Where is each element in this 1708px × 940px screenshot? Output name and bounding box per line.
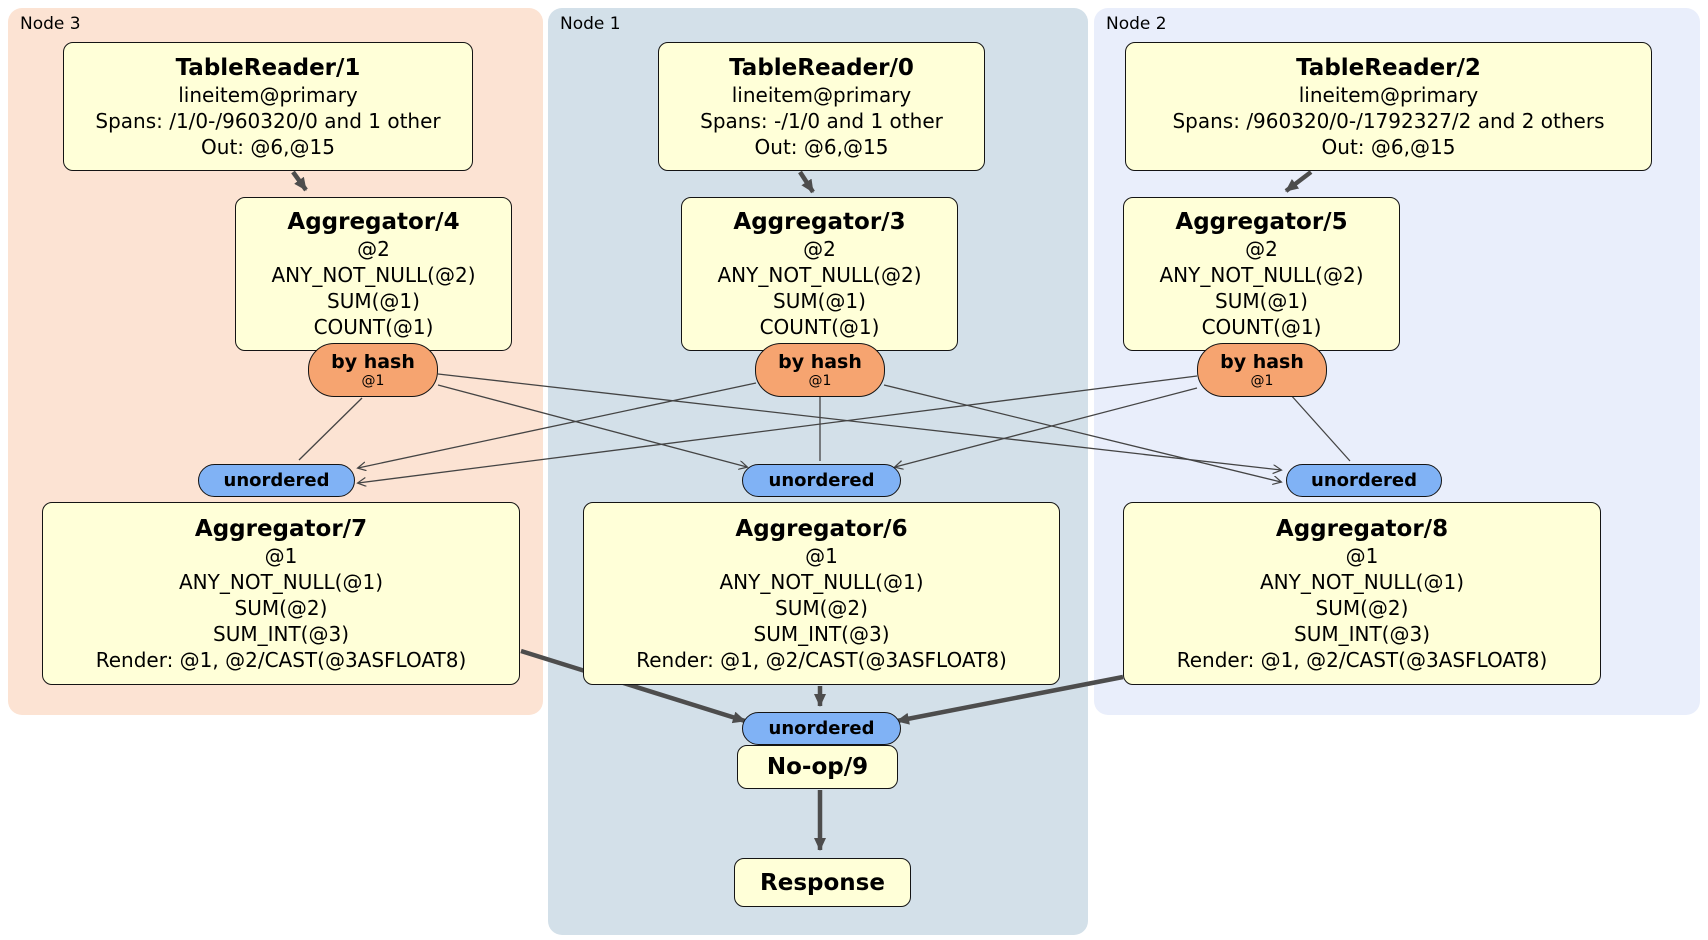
processor-aggregator-3: Aggregator/3 @2 ANY_NOT_NULL(@2) SUM(@1)…: [681, 197, 958, 351]
router-detail: @1: [1250, 372, 1274, 389]
router-label: by hash: [778, 350, 862, 373]
processor-detail: Spans: -/1/0 and 1 other: [700, 108, 943, 133]
processor-title: Aggregator/5: [1175, 209, 1348, 235]
stream-hash1-to-unordered-node2: [883, 384, 1281, 482]
processor-detail: Spans: /1/0-/960320/0 and 1 other: [95, 108, 441, 133]
router-label: by hash: [331, 350, 415, 373]
processor-title: Aggregator/3: [733, 209, 906, 235]
processor-detail: ANY_NOT_NULL(@2): [717, 263, 922, 287]
processor-detail: SUM(@1): [773, 289, 866, 313]
processor-detail: @2: [1245, 237, 1278, 261]
processor-title: TableReader/2: [1296, 54, 1481, 81]
sync-unordered-node2: unordered: [1286, 464, 1442, 497]
edge-aggregator7-to-final-unordered: [520, 648, 746, 724]
processor-detail: ANY_NOT_NULL(@1): [179, 569, 383, 594]
processor-detail: Render: @1, @2/CAST(@3ASFLOAT8): [1176, 647, 1548, 672]
processor-title: No-op/9: [766, 754, 869, 780]
processor-detail: Out: @6,@15: [1321, 134, 1456, 159]
router-label: by hash: [1220, 350, 1304, 373]
processor-title: Response: [760, 869, 885, 896]
edge-tablereader2-to-aggregator5: [1284, 170, 1313, 193]
processor-detail: SUM(@1): [1215, 289, 1308, 313]
processor-detail: Render: @1, @2/CAST(@3ASFLOAT8): [636, 647, 1007, 672]
processor-detail: ANY_NOT_NULL(@2): [271, 263, 476, 287]
processor-noop-9: No-op/9: [737, 745, 898, 789]
processor-detail: lineitem@primary: [731, 82, 912, 107]
processor-title: Aggregator/7: [194, 515, 368, 542]
router-by-hash-node2: by hash @1: [1197, 343, 1327, 397]
processor-tablereader-1: TableReader/1 lineitem@primary Spans: /1…: [63, 42, 473, 171]
node3-label: Node 3: [20, 14, 81, 34]
processor-detail: lineitem@primary: [178, 82, 358, 107]
processor-detail: Out: @6,@15: [754, 134, 889, 159]
processor-tablereader-2: TableReader/2 lineitem@primary Spans: /9…: [1125, 42, 1652, 171]
edge-tablereader0-to-aggregator3: [798, 170, 815, 194]
stream-hash2-to-unordered-node3: [358, 375, 1198, 483]
processor-detail: @1: [1345, 543, 1379, 568]
processor-title: Aggregator/4: [287, 209, 460, 235]
processor-title: Aggregator/6: [735, 515, 908, 542]
router-by-hash-node1: by hash @1: [755, 343, 885, 397]
node1-label: Node 1: [560, 14, 621, 34]
stream-hash3-to-unordered-node1: [437, 384, 747, 467]
processor-detail: SUM_INT(@3): [213, 621, 349, 646]
processor-detail: COUNT(@1): [313, 315, 434, 339]
sync-unordered-node1: unordered: [742, 464, 901, 497]
router-detail: @1: [361, 372, 385, 389]
processor-title: TableReader/1: [175, 54, 361, 81]
stream-hash3-to-unordered-node2: [437, 373, 1281, 470]
stream-hash2-to-unordered-node2: [1289, 393, 1351, 462]
processor-aggregator-6: Aggregator/6 @1 ANY_NOT_NULL(@1) SUM(@2)…: [583, 502, 1060, 685]
processor-detail: ANY_NOT_NULL(@1): [719, 569, 924, 594]
edge-aggregator8-to-final-unordered: [896, 674, 1124, 725]
processor-detail: @1: [805, 543, 838, 568]
processor-tablereader-0: TableReader/0 lineitem@primary Spans: -/…: [658, 42, 985, 171]
processor-detail: ANY_NOT_NULL(@1): [1260, 569, 1464, 594]
processor-detail: SUM(@1): [327, 289, 420, 313]
router-detail: @1: [808, 372, 832, 389]
processor-detail: SUM(@2): [1315, 595, 1409, 620]
router-by-hash-node3: by hash @1: [308, 343, 438, 397]
processor-detail: Out: @6,@15: [201, 134, 335, 159]
processor-detail: @1: [264, 543, 298, 568]
node2-label: Node 2: [1106, 14, 1167, 34]
processor-detail: SUM_INT(@3): [753, 621, 890, 646]
processor-detail: lineitem@primary: [1298, 82, 1479, 107]
processor-detail: Render: @1, @2/CAST(@3ASFLOAT8): [95, 647, 467, 672]
processor-detail: @2: [803, 237, 836, 261]
processor-detail: Spans: /960320/0-/1792327/2 and 2 others: [1172, 108, 1605, 133]
stream-hash1-to-unordered-node3: [358, 382, 757, 468]
processor-aggregator-8: Aggregator/8 @1 ANY_NOT_NULL(@1) SUM(@2)…: [1123, 502, 1601, 685]
stream-hash3-to-unordered-node3: [298, 397, 363, 461]
processor-title: Aggregator/8: [1275, 515, 1449, 542]
processor-response: Response: [734, 858, 911, 907]
processor-detail: @2: [357, 237, 390, 261]
processor-aggregator-5: Aggregator/5 @2 ANY_NOT_NULL(@2) SUM(@1)…: [1123, 197, 1400, 351]
processor-aggregator-4: Aggregator/4 @2 ANY_NOT_NULL(@2) SUM(@1)…: [235, 197, 512, 351]
processor-detail: COUNT(@1): [759, 315, 880, 339]
sync-unordered-node3: unordered: [198, 464, 355, 497]
processor-detail: SUM(@2): [775, 595, 868, 620]
stream-hash2-to-unordered-node1: [895, 387, 1198, 467]
processor-detail: ANY_NOT_NULL(@2): [1159, 263, 1364, 287]
edge-tablereader1-to-aggregator4: [291, 170, 308, 192]
processor-detail: SUM_INT(@3): [1294, 621, 1430, 646]
processor-aggregator-7: Aggregator/7 @1 ANY_NOT_NULL(@1) SUM(@2)…: [42, 502, 520, 685]
processor-detail: COUNT(@1): [1201, 315, 1322, 339]
processor-title: TableReader/0: [729, 54, 914, 81]
sync-unordered-final: unordered: [742, 712, 901, 745]
processor-detail: SUM(@2): [234, 595, 328, 620]
